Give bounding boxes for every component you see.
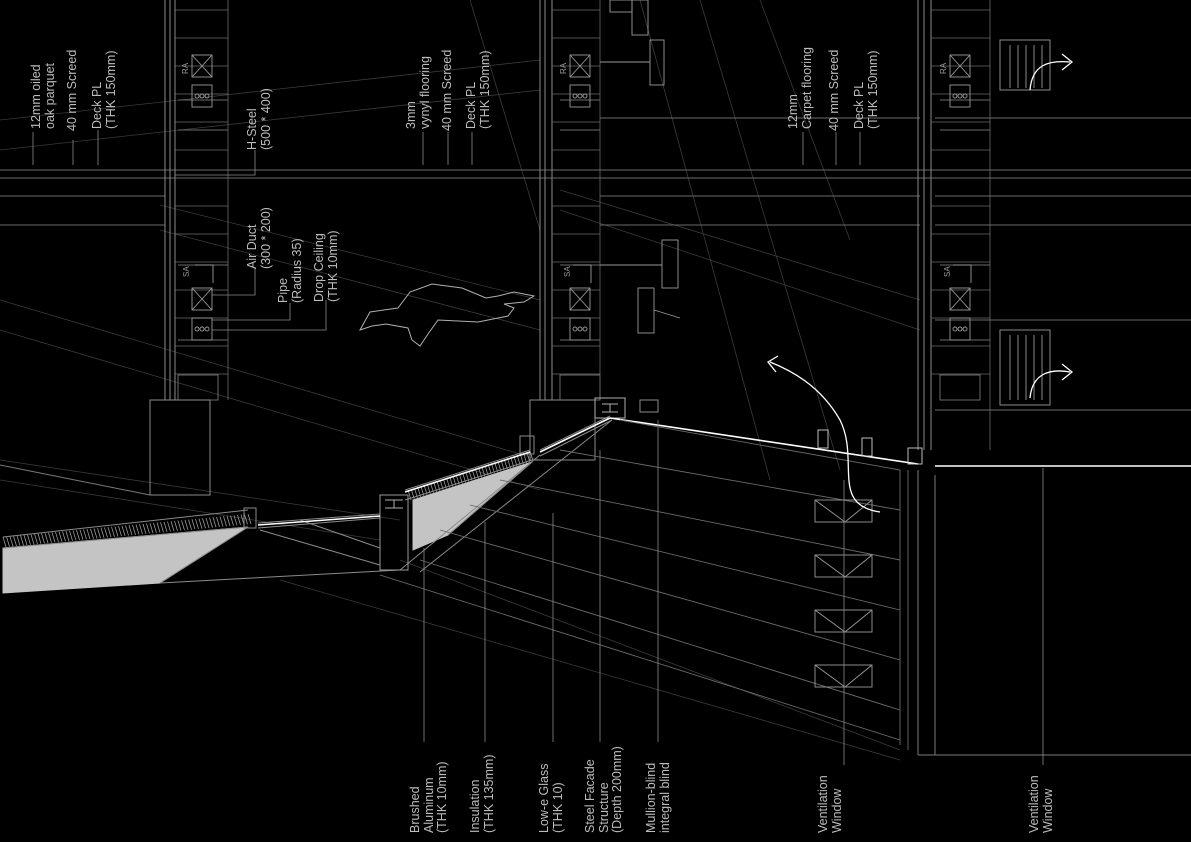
construction-lines [0, 0, 921, 761]
label-carpet-screed: 40 mm Screed [827, 49, 841, 131]
label-air-duct: Air Duct(300 * 200) [245, 207, 273, 269]
tag-return-air-3: RA [939, 62, 948, 74]
furniture [600, 0, 1051, 406]
label-oak-deck: Deck PL(THK 150mm) [90, 50, 118, 129]
airflow-arrows [767, 53, 1074, 513]
tag-supply-air-1: SA [182, 266, 191, 277]
label-drop-ceiling: Drop Ceiling(THK 10mm) [312, 230, 340, 302]
columns [149, 0, 932, 496]
duct-boxes [191, 54, 972, 341]
label-pipe: Pipe(Radius 35) [276, 238, 304, 303]
label-oak-screed: 40 mm Screed [65, 49, 79, 131]
ladder-frames [175, 0, 991, 450]
tag-return-air-2: RA [559, 62, 568, 74]
label-vinyl-deck: Deck PL(THK 150mm) [464, 50, 492, 129]
tag-return-air-1: RA [181, 62, 190, 74]
label-h-steel: H-Steel(500 * 400) [245, 88, 273, 150]
person-figure [358, 283, 536, 347]
label-vinyl-screed: 40 mm Screed [440, 49, 454, 131]
label-carpet-deck: Deck PL(THK 150mm) [852, 50, 880, 129]
label-low-e-glass: Low-e Glass(THK 10) [537, 763, 565, 833]
leader-lines [32, 130, 1044, 765]
tag-supply-air-3: SA [943, 266, 952, 277]
label-insulation: Insulation(THK 135mm) [468, 754, 496, 833]
tag-supply-air-2: SA [563, 266, 572, 277]
